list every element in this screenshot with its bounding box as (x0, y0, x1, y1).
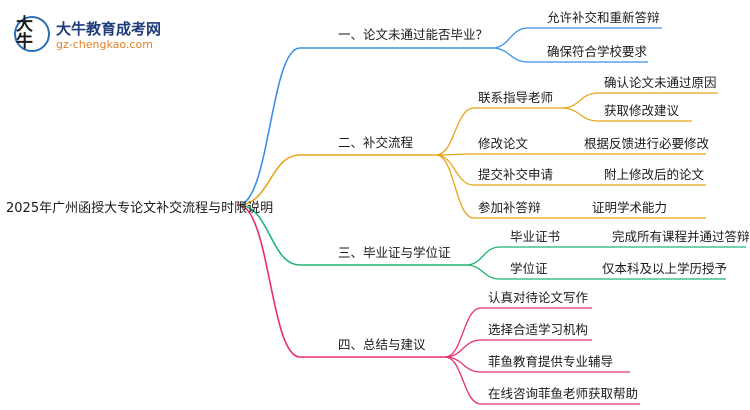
connector-b2-c2 (435, 153, 475, 156)
branch-2-item-4: 参加补答辩 (478, 200, 541, 215)
logo-url: gz-chengkao.com (56, 38, 153, 51)
branch-4-label: 四、总结与建议 (338, 337, 426, 352)
connector-b1-c2 (491, 47, 529, 63)
branch-3-item-2-detail-1: 仅本科及以上学历授予 (602, 261, 728, 276)
branch-3-label: 三、毕业证与学位证 (338, 245, 451, 260)
connector-b2-c1-g2 (561, 107, 599, 122)
connector-b3-c1 (465, 246, 501, 266)
connector-root-b1 (237, 47, 301, 206)
branch-3-item-1: 毕业证书 (510, 229, 561, 244)
branch-2-item-3-detail-1: 附上修改后的论文 (604, 167, 705, 182)
connector-b4-c1 (444, 307, 482, 358)
site-logo: 大牛 大牛教育成考网 gz-chengkao.com (14, 16, 164, 56)
connector-b2-c1 (435, 107, 475, 156)
branch-3-item-2: 学位证 (510, 261, 548, 276)
logo-title: 大牛教育成考网 (56, 20, 162, 38)
branch-2-item-1-detail-2: 获取修改建议 (604, 103, 680, 118)
branch-4-item-1: 认真对待论文写作 (488, 290, 589, 305)
connector-b2-c1-g1 (561, 92, 599, 109)
connector-b2-c3 (435, 154, 475, 186)
branch-4-item-2: 选择合适学习机构 (488, 322, 589, 337)
branch-2-label: 二、补交流程 (338, 135, 414, 150)
branch-2-item-4-detail-1: 证明学术能力 (592, 200, 668, 215)
branch-1-label: 一、论文未通过能否毕业？ (338, 27, 489, 42)
connector-b3-c2 (465, 264, 501, 280)
branch-1-item-1: 允许补交和重新答辩 (547, 10, 660, 25)
connector-b2-c4 (435, 154, 475, 219)
connector-root-b2 (237, 154, 301, 206)
mindmap-root: 2025年广州函授大专论文补交流程与时限说明 (6, 201, 274, 216)
branch-3-item-1-detail-1: 完成所有课程并通过答辩 (612, 229, 750, 244)
connector-b4-c4 (444, 356, 482, 405)
branch-2-item-2-detail-1: 根据反馈进行必要修改 (584, 136, 710, 151)
branch-2-item-3: 提交补交申请 (478, 167, 554, 182)
logo-badge-icon: 大牛 (14, 16, 50, 52)
connector-root-b4 (237, 204, 301, 358)
connector-b1-c1 (491, 27, 529, 49)
branch-4-item-4: 在线咨询菲鱼老师获取帮助 (488, 386, 639, 401)
connector-b4-c2 (444, 339, 482, 358)
branch-2-item-1: 联系指导老师 (478, 90, 554, 105)
branch-2-item-2: 修改论文 (478, 136, 529, 151)
branch-1-item-2: 确保符合学校要求 (547, 44, 648, 59)
connector-root-b3 (237, 204, 301, 266)
branch-2-item-1-detail-1: 确认论文未通过原因 (604, 75, 717, 90)
branch-4-item-3: 菲鱼教育提供专业辅导 (488, 354, 614, 369)
